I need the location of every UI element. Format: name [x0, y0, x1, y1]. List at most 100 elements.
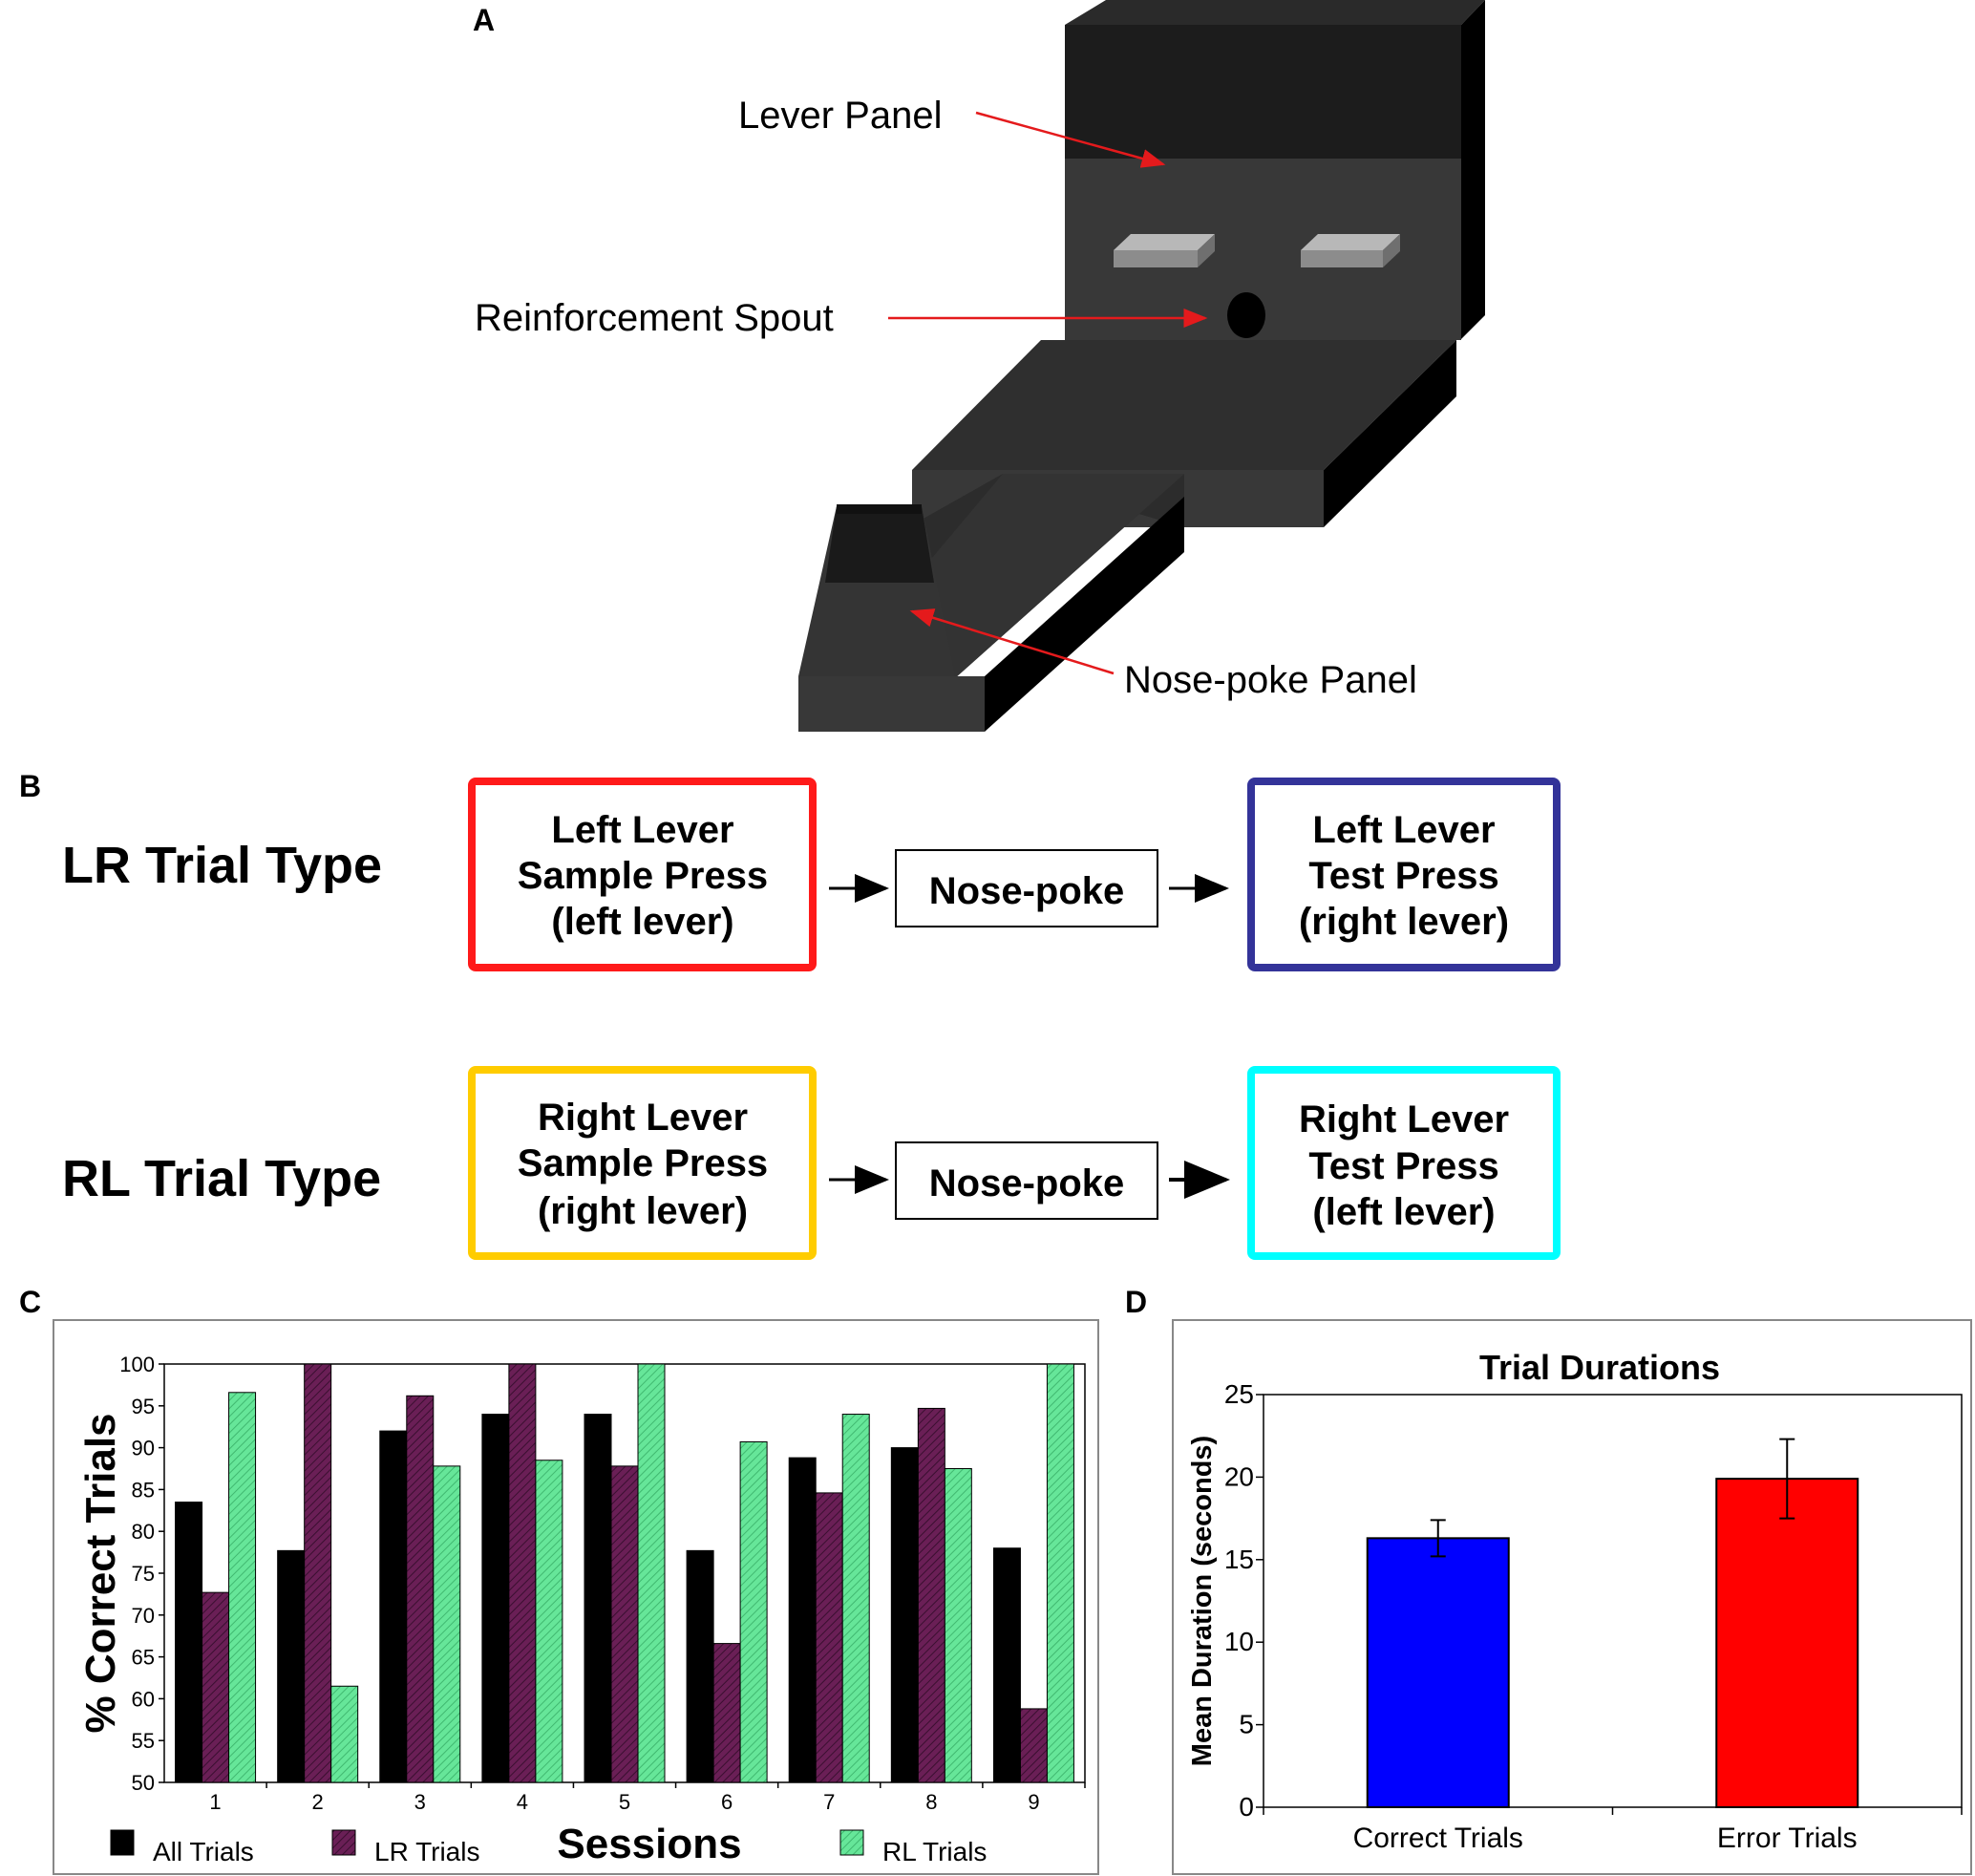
box-rl-test: [1247, 1066, 1561, 1260]
bar-all-trials: [686, 1549, 714, 1783]
y-tick-label: 50: [132, 1771, 155, 1795]
y-tick-label: 5: [1239, 1710, 1254, 1739]
y-tick-label: 90: [132, 1437, 155, 1460]
x-axis-label: Sessions: [557, 1821, 741, 1867]
panel-letter-b: B: [19, 769, 41, 803]
bar-all-trials: [379, 1430, 408, 1783]
x-tick-label: 5: [619, 1790, 630, 1814]
y-tick-label: 85: [132, 1478, 155, 1502]
x-tick-label: 1: [209, 1790, 221, 1814]
y-tick-label: 75: [132, 1562, 155, 1586]
panel-letter-c: C: [19, 1285, 41, 1319]
nosepoke-base-front: [798, 676, 985, 732]
bar-all-trials: [992, 1547, 1021, 1783]
chart-title: Trial Durations: [1479, 1348, 1720, 1387]
legend-label: RL Trials: [882, 1837, 987, 1866]
bar-lr-trials: [1019, 1708, 1048, 1783]
bar-rl-trials: [944, 1468, 972, 1783]
lr-sample-line2: Sample Press: [518, 855, 768, 897]
bar-rl-trials: [433, 1465, 461, 1783]
x-tick-label: 8: [925, 1790, 937, 1814]
platform-side: [1324, 340, 1456, 527]
x-tick-label: Correct Trials: [1353, 1823, 1523, 1854]
platform-top: [912, 340, 1456, 470]
y-tick-label: 0: [1239, 1792, 1254, 1822]
lr-nosepoke-label: Nose-poke: [929, 870, 1125, 912]
legend-swatch: [331, 1829, 356, 1856]
lever-panel-label: Lever Panel: [738, 95, 942, 137]
lever-panel-arrow: [975, 111, 1166, 168]
nosepoke-panel-opening: [825, 506, 934, 583]
rl-sample-line2: Sample Press: [518, 1142, 768, 1184]
rl-test-line3: (left lever): [1312, 1191, 1495, 1233]
bar-rl-trials: [637, 1363, 666, 1783]
bar-rl-trials: [1046, 1363, 1074, 1783]
trial-type-label-lr: LR Trial Type: [62, 837, 382, 894]
bar-lr-trials: [815, 1492, 843, 1783]
bar-rl-trials: [841, 1414, 870, 1783]
y-tick-label: 10: [1224, 1627, 1254, 1656]
x-tick-label: Error Trials: [1717, 1823, 1858, 1854]
bar-correct-trials: [1366, 1537, 1510, 1809]
x-tick-label: 9: [1028, 1790, 1039, 1814]
apparatus-drawing: [798, 0, 1485, 732]
bar-all-trials: [788, 1457, 817, 1783]
wall-top-face: [1065, 0, 1485, 25]
y-tick-label: 80: [132, 1520, 155, 1544]
left-lever: [1114, 234, 1215, 267]
y-tick-label: 100: [119, 1353, 155, 1376]
lr-sample-line3: (left lever): [551, 901, 733, 943]
y-tick-label: 25: [1224, 1379, 1254, 1409]
lr-test-line2: Test Press: [1308, 855, 1498, 897]
bar-all-trials: [584, 1414, 612, 1783]
legend-swatch: [839, 1829, 864, 1856]
y-axis-label: Mean Duration (seconds): [1187, 1436, 1218, 1766]
legend-label: All Trials: [153, 1837, 254, 1866]
box-rl-sample: [468, 1066, 817, 1260]
rl-nosepoke-label: Nose-poke: [929, 1162, 1125, 1204]
panel-letter-d: D: [1125, 1285, 1147, 1319]
nose-poke-panel-arrow: [909, 608, 1115, 675]
lr-sample-line1: Left Lever: [551, 809, 733, 851]
reinforcement-spout-shape: [1227, 292, 1265, 338]
y-tick-label: 70: [132, 1604, 155, 1628]
bar-lr-trials: [202, 1591, 230, 1783]
bar-lr-trials: [917, 1407, 945, 1783]
box-lr-nosepoke: [895, 849, 1158, 927]
legend-label: LR Trials: [374, 1837, 479, 1866]
bar-lr-trials: [508, 1363, 537, 1783]
nosepoke-base-side: [985, 497, 1184, 732]
trial-type-label-rl: RL Trial Type: [62, 1150, 381, 1207]
nose-poke-panel-label: Nose-poke Panel: [1124, 659, 1417, 701]
y-tick-label: 15: [1224, 1545, 1254, 1574]
bar-lr-trials: [406, 1395, 435, 1783]
x-tick-label: 7: [823, 1790, 835, 1814]
wall-side-face: [1461, 0, 1485, 339]
y-tick-label: 55: [132, 1729, 155, 1753]
x-tick-label: 2: [312, 1790, 324, 1814]
rl-test-line2: Test Press: [1308, 1145, 1498, 1187]
x-tick-label: 4: [517, 1790, 528, 1814]
rl-sample-line1: Right Lever: [538, 1097, 748, 1139]
bar-all-trials: [481, 1414, 510, 1783]
bar-rl-trials: [228, 1392, 257, 1783]
nosepoke-panel-rim: [837, 504, 922, 514]
box-lr-test: [1247, 778, 1561, 971]
x-tick-label: 3: [414, 1790, 426, 1814]
bar-rl-trials: [330, 1685, 359, 1783]
bar-all-trials: [277, 1549, 306, 1783]
bar-error-trials: [1715, 1478, 1859, 1809]
y-tick-label: 65: [132, 1646, 155, 1670]
bar-rl-trials: [535, 1460, 563, 1783]
y-tick-label: 60: [132, 1687, 155, 1711]
lr-test-line1: Left Lever: [1312, 809, 1495, 851]
bar-rl-trials: [739, 1440, 768, 1783]
bar-all-trials: [175, 1502, 203, 1783]
y-tick-label: 95: [132, 1395, 155, 1418]
bar-lr-trials: [304, 1363, 332, 1783]
panel-letter-a: A: [473, 3, 495, 37]
x-tick-label: 6: [721, 1790, 733, 1814]
bar-lr-trials: [712, 1643, 741, 1783]
